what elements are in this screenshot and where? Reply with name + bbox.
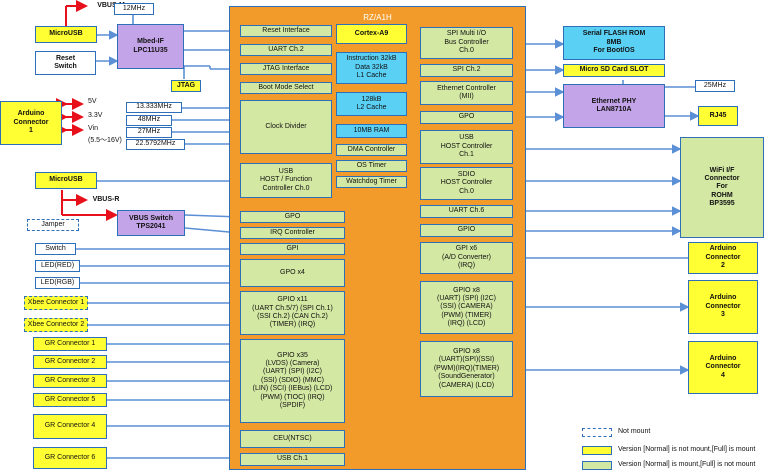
clock-22mhz: 22.5792MHz	[126, 139, 185, 150]
clock-13mhz: 13.333MHz	[126, 102, 182, 113]
legend-yellow-text: Version [Normal] is not mount,[Full] is …	[618, 446, 756, 453]
jamper: Jamper	[27, 219, 79, 231]
watchdog-timer: Watchdog Timer	[336, 176, 407, 188]
usb-host-function-ch0: USB HOST / Function Controller Ch.0	[240, 163, 332, 198]
gpio-x11: GPIO x11 (UART Ch.5/7) (SPI Ch.1) (SSI C…	[240, 291, 345, 335]
arduino-connector-1: Arduino Connector 1	[0, 101, 62, 145]
power-vin-range-label: (5.5～16V)	[88, 137, 122, 144]
ram-10mb: 10MB RAM	[336, 124, 407, 138]
led-rgb: LED(RGB)	[35, 277, 80, 289]
legend-green-text: Version [Normal] is mount,[Full] is not …	[618, 461, 756, 468]
arduino-connector-4: Arduino Connector 4	[688, 341, 758, 394]
power-3v3-label: 3.3V	[88, 112, 103, 119]
gr-connector-6: GR Connector 6	[33, 447, 107, 469]
dma-controller: DMA Controller	[336, 144, 407, 156]
gpo-left: GPO	[240, 211, 345, 223]
reset-switch: Reset Switch	[35, 51, 96, 75]
l1-cache: Instruction 32kB Data 32kB L1 Cache	[336, 52, 407, 84]
ethernet-controller: Ethernet Controller (MII)	[420, 81, 513, 105]
os-timer: OS Timer	[336, 160, 407, 172]
switch-box: Switch	[35, 243, 76, 255]
power-5v-label: 5V	[88, 98, 97, 105]
jtag-label: JTAG	[171, 80, 201, 92]
legend-yellow-swatch	[582, 446, 612, 455]
spi-multi-io-bus: SPI Multi I/O Bus Controller Ch.0	[420, 27, 513, 59]
irq-controller: IRQ Controller	[240, 227, 345, 239]
reset-interface: Reset Interface	[240, 25, 332, 37]
vbus-switch-tps2041: VBUS Switch TPS2041	[117, 210, 185, 236]
clock-27mhz: 27MHz	[126, 127, 172, 138]
clock-48mhz: 48MHz	[126, 115, 172, 126]
gpio-x8-a: GPIO x8 (UART) (SPI) (I2C) (SSI) (CAMERA…	[420, 281, 513, 334]
soc-title: RZ/A1H	[363, 13, 392, 22]
gpi-left: GPI	[240, 243, 345, 255]
uart-ch2: UART Ch.2	[240, 44, 332, 56]
legend-green-swatch	[582, 461, 612, 470]
legend-dashed-swatch	[582, 428, 612, 437]
gr-connector-3: GR Connector 3	[33, 374, 107, 388]
spi-ch2: SPI Ch.2	[420, 64, 513, 77]
gr-connector-1: GR Connector 1	[33, 337, 107, 351]
mbed-if-lpc11u35: Mbed-IF LPC11U35	[117, 24, 184, 69]
usb-host-ch1: USB HOST Controller Ch.1	[420, 130, 513, 164]
uart-ch6: UART Ch.6	[420, 205, 513, 218]
usb-ch1-left: USB Ch.1	[240, 453, 345, 466]
legend-not-mount: Not mount	[618, 428, 651, 435]
xbee-connector-1: Xbee Connector 1	[24, 296, 88, 310]
l2-cache: 128kB L2 Cache	[336, 92, 407, 116]
arduino-connector-3: Arduino Connector 3	[688, 280, 758, 334]
gpo-x4: GPO x4	[240, 259, 345, 287]
serial-flash-rom: Serial FLASH ROM 8MB For Boot/OS	[563, 26, 665, 60]
vbus-m-label: VBUS-M	[97, 1, 125, 9]
jtag-interface: JTAG Interface	[240, 63, 332, 75]
gr-connector-2: GR Connector 2	[33, 355, 107, 369]
power-vin-label: Vin	[88, 125, 98, 132]
mbed-clock-12mhz: 12MHz	[114, 3, 154, 15]
led-red: LED(RED)	[35, 260, 80, 272]
ethernet-phy-lan8710a: Ethernet PHY LAN8710A	[563, 84, 665, 128]
arduino-connector-2: Arduino Connector 2	[688, 242, 758, 274]
gpio-x35: GPIO x35 (LVDS) (Camera) (UART) (SPI) (I…	[240, 339, 345, 423]
vbus-r-label: VBUS-R	[92, 195, 120, 203]
gr-connector-5: GR Connector 5	[33, 393, 107, 407]
clock-divider: Clock Divider	[240, 100, 332, 154]
microusb-mid: MicroUSB	[35, 172, 97, 189]
rj45: RJ45	[698, 106, 738, 126]
gpio-x8-b: GPIO x8 (UART)(SPI)(SSI) (PWM)(IRQ)(TIME…	[420, 341, 513, 397]
cortex-a9: Cortex-A9	[336, 24, 407, 44]
wifi-connector-bp3595: WiFi I/F Connector For ROHM BP3595	[680, 137, 764, 238]
microusb-top: MicroUSB	[35, 26, 97, 43]
gr-connector-4: GR Connector 4	[33, 414, 107, 439]
xbee-connector-2: Xbee Connector 2	[24, 318, 88, 332]
gpi-x6: GPI x6 (A/D Converter) (IRQ)	[420, 242, 513, 274]
gpio-right: GPIO	[420, 224, 513, 237]
phy-clock-25mhz: 25MHz	[695, 80, 735, 92]
boot-mode-select: Boot Mode Select	[240, 82, 332, 94]
sdio-host-ch0: SDIO HOST Controller Ch.0	[420, 167, 513, 200]
micro-sd-slot: Micro SD Card SLOT	[563, 64, 665, 77]
gpo-right: GPO	[420, 111, 513, 124]
ceu-ntsc: CEU(NTSC)	[240, 430, 345, 448]
